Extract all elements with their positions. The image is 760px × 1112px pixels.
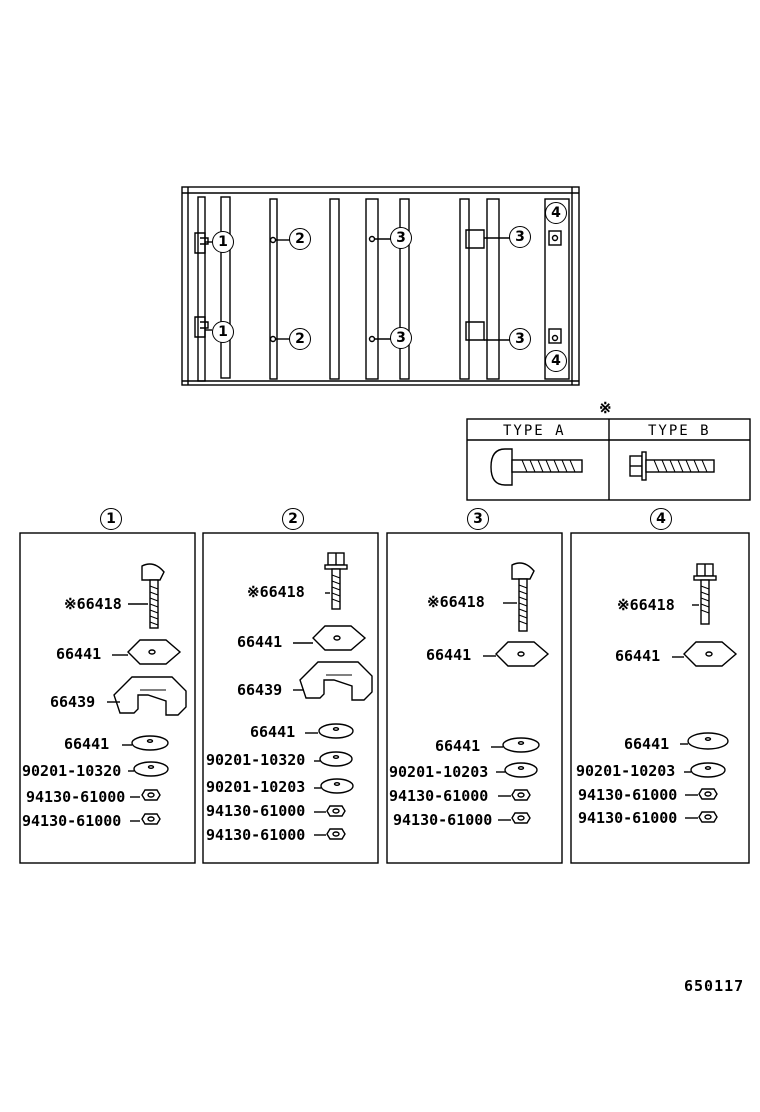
part-label: 90201-10203 [389,763,489,781]
diagram-code: 650117 [684,977,745,995]
part-label: 90201-10320 [206,751,306,769]
overview-callout: 3 [509,226,531,248]
overview-callout: 1 [212,231,234,253]
panel-2-parts [293,552,373,840]
panel-1-parts [107,563,187,825]
overview-callout: 3 [390,327,412,349]
part-label: 66441 [237,633,283,651]
part-label: 94130-61000 [578,786,678,804]
part-label: 94130-61000 [206,802,306,820]
part-label: 94130-61000 [578,809,678,827]
panel-4-frame [570,532,750,864]
part-label: 66441 [64,735,110,753]
part-label: 90201-10203 [576,762,676,780]
part-label: ※66418 [617,596,675,614]
type-b-bolt-icon [629,451,715,481]
panel-4-callout: 4 [650,508,672,530]
type-a-header: TYPE A [503,423,566,439]
panel-3-callout: 3 [467,508,489,530]
part-label: 90201-10203 [206,778,306,796]
part-label: 66439 [50,693,96,711]
panel-2-frame [202,532,379,864]
type-table-marker: ※ [599,399,612,417]
part-label: ※66418 [247,583,305,601]
part-label: 66441 [250,723,296,741]
part-label: 66441 [624,735,670,753]
part-label: 94130-61000 [206,826,306,844]
type-table-frame [466,418,751,501]
overview-callout: 1 [212,321,234,343]
overview-callout: 3 [390,227,412,249]
panel-1-callout: 1 [100,508,122,530]
part-label: ※66418 [64,595,122,613]
overview-callout: 2 [289,228,311,250]
type-b-header: TYPE B [648,423,711,439]
part-label: 90201-10320 [22,762,122,780]
panel-3-parts [483,562,550,824]
part-label: 94130-61000 [26,788,126,806]
panel-3-frame [386,532,563,864]
part-label: 94130-61000 [393,811,493,829]
panel-1-frame [19,532,196,864]
part-label: 94130-61000 [389,787,489,805]
part-label: 66441 [426,646,472,664]
part-label: 66441 [435,737,481,755]
overview-callout: 2 [289,328,311,350]
panel-4-parts [672,563,738,823]
type-a-bolt-icon [490,448,583,486]
part-label: ※66418 [427,593,485,611]
part-label: 66439 [237,681,283,699]
panel-2-callout: 2 [282,508,304,530]
part-label: 66441 [615,647,661,665]
part-label: 94130-61000 [22,812,122,830]
overview-callout: 4 [545,202,567,224]
part-label: 66441 [56,645,102,663]
overview-callout: 3 [509,328,531,350]
overview-callout: 4 [545,350,567,372]
bed-frame-overview [181,186,580,386]
